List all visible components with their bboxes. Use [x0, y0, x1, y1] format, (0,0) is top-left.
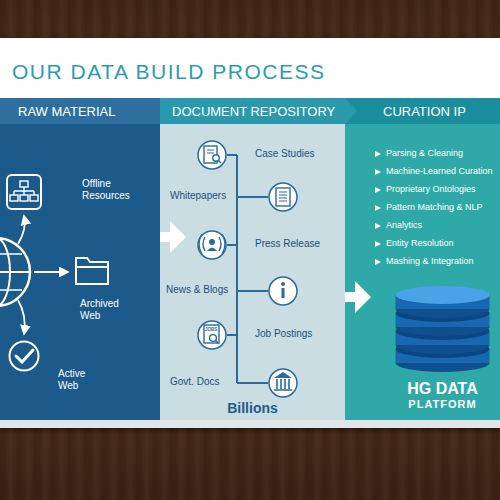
- icon-circle: [269, 277, 297, 305]
- node-label: HG DATA: [385, 379, 500, 398]
- node-outline: [268, 276, 298, 306]
- list-item: Proprietary Ontologies: [386, 184, 476, 195]
- node-outline: [6, 174, 42, 210]
- node-outline: [197, 230, 227, 260]
- icon-ring: [10, 342, 39, 371]
- node-label: Job Postings: [255, 328, 312, 340]
- node-label: PLATFORM: [385, 398, 500, 411]
- database-node: HG DATAPLATFORM: [385, 285, 500, 415]
- node-label: Govt. Docs: [170, 376, 219, 388]
- node-outline: [385, 285, 500, 369]
- icon-circle: [198, 321, 226, 349]
- node-label: Press Release: [255, 238, 320, 250]
- column-panel: CURATION IP Parsing & CleaningMachine-Lea…: [345, 98, 500, 420]
- source-node: Archived Web: [66, 252, 136, 324]
- node-label: Offline Resources: [82, 178, 146, 202]
- list-item: Entity Resolution: [386, 238, 454, 249]
- document-node: News & Blogs: [166, 275, 302, 307]
- icon-square: [7, 175, 41, 209]
- flow-arrow: [345, 281, 371, 313]
- database-disc: [396, 286, 490, 304]
- node-label: Active Web: [58, 368, 100, 392]
- document-node: Govt. Docs: [170, 367, 302, 399]
- icon-circle: [198, 231, 226, 259]
- node-label: Archived Web: [80, 298, 134, 322]
- column-heading: CURATION IP: [383, 104, 466, 120]
- node-label: Whitepapers: [170, 190, 226, 202]
- column-panel: DOCUMENT REPOSITORY Billions Case StudiesW…: [160, 98, 345, 420]
- document-node: Job Postings: [196, 319, 336, 351]
- icon-circle: [198, 141, 226, 169]
- column-heading: DOCUMENT REPOSITORY: [172, 104, 335, 120]
- node-outline: [268, 368, 298, 398]
- list-item: Analytics: [386, 220, 422, 231]
- icon-circle: [269, 369, 297, 397]
- node-label: News & Blogs: [166, 284, 228, 296]
- diagram-title: OUR DATA BUILD PROCESS: [12, 60, 325, 84]
- count-label: Billions: [160, 400, 345, 417]
- node-outline: [268, 182, 298, 212]
- column-heading: RAW MATERIAL: [18, 104, 116, 120]
- list-item: Machine-Learned Curation: [386, 166, 493, 177]
- source-node: Offline Resources: [6, 172, 146, 212]
- flow-arrow: [160, 221, 186, 253]
- header-band: CURATION IP: [345, 98, 500, 124]
- node-outline: [8, 340, 40, 372]
- node-label: Case Studies: [255, 148, 314, 160]
- list-item: Pattern Matching & NLP: [386, 202, 483, 213]
- source-node: Active Web: [4, 338, 114, 394]
- document-node: Case Studies: [196, 139, 336, 171]
- icon-circle: [269, 183, 297, 211]
- header-band: RAW MATERIAL: [0, 98, 160, 124]
- board-edge: [0, 420, 500, 428]
- document-node: Whitepapers: [170, 181, 302, 213]
- list-item: Parsing & Cleaning: [386, 148, 463, 159]
- document-node: Press Release: [196, 229, 336, 261]
- column-panel: RAW MATERIAL Offline ResourcesArchived We…: [0, 98, 160, 420]
- node-outline: [197, 140, 227, 170]
- node-outline: [197, 320, 227, 350]
- tag-label: JOBS: [205, 327, 217, 333]
- header-band: DOCUMENT REPOSITORY: [160, 98, 345, 124]
- list-item: Mashing & Integration: [386, 256, 474, 267]
